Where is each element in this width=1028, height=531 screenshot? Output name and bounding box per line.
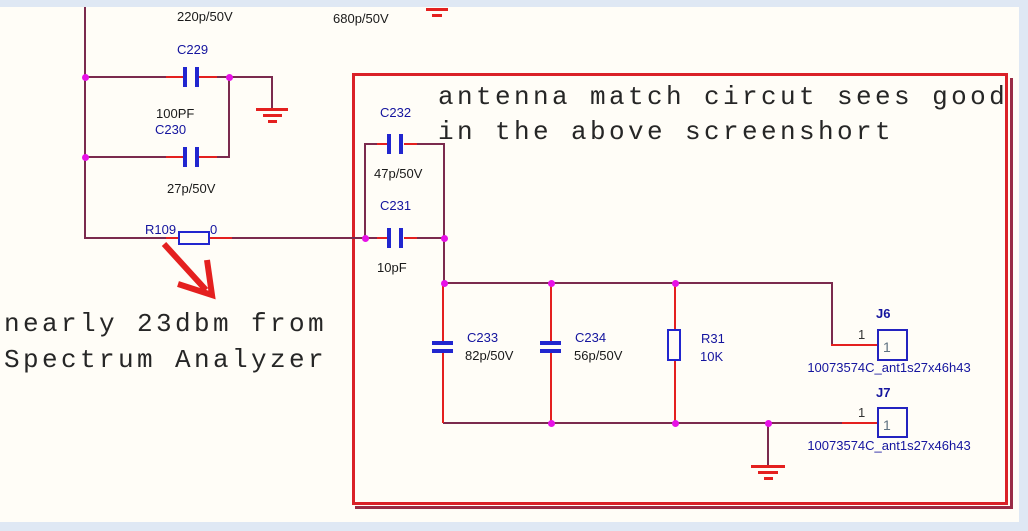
pin-lead xyxy=(377,143,390,145)
wire-segment xyxy=(208,237,366,239)
capacitor-symbol-c233 xyxy=(432,349,453,353)
refdes-label: C234 xyxy=(575,330,607,345)
junction-dot xyxy=(441,235,448,242)
pin-lead xyxy=(674,284,676,330)
pin-lead xyxy=(404,237,417,239)
value-label: 82p/50V xyxy=(465,348,514,363)
capacitor-symbol-c232 xyxy=(387,134,391,154)
wire-segment xyxy=(404,237,445,239)
value-label: 10pF xyxy=(377,260,407,275)
pin-lead xyxy=(842,422,878,424)
pin-lead xyxy=(404,143,417,145)
wire-segment xyxy=(443,422,844,424)
junction-dot xyxy=(362,235,369,242)
frame-strip-right xyxy=(1019,0,1028,531)
junction-dot xyxy=(548,280,555,287)
refdes-label: J6 xyxy=(876,306,891,321)
refdes-label: C233 xyxy=(467,330,499,345)
capacitor-symbol-c232 xyxy=(399,134,403,154)
capacitor-symbol-c233 xyxy=(432,341,453,345)
pin-lead xyxy=(206,237,232,239)
frame-strip-top xyxy=(0,0,1028,7)
wire-segment xyxy=(443,143,445,238)
wire-segment xyxy=(767,424,769,467)
pin-lead xyxy=(166,76,184,78)
wire-segment xyxy=(405,143,445,145)
wire-segment xyxy=(84,237,180,239)
value-label: 27p/50V xyxy=(167,181,216,196)
refdes-label: C232 xyxy=(380,105,412,120)
pin-lead xyxy=(199,156,217,158)
connector-box-j7 xyxy=(877,407,908,438)
wire-segment xyxy=(84,156,184,158)
junction-dot xyxy=(82,74,89,81)
wire-segment xyxy=(84,76,184,78)
pin-lead xyxy=(674,360,676,423)
junction-dot xyxy=(226,74,233,81)
note-text: nearly 23dbm from xyxy=(4,309,328,339)
connector-part-label: 10073574C_ant1s27x46h43 xyxy=(807,360,971,375)
note-text: antenna match circut sees good xyxy=(438,82,1009,112)
refdes-label: J7 xyxy=(876,385,891,400)
arrow-icon xyxy=(161,241,216,300)
junction-dot xyxy=(548,420,555,427)
capacitor-symbol-c231 xyxy=(387,228,391,248)
junction-dot xyxy=(672,420,679,427)
connector-part-label: 10073574C_ant1s27x46h43 xyxy=(807,438,971,453)
junction-dot xyxy=(82,154,89,161)
wire-segment xyxy=(84,7,86,239)
pin-lead xyxy=(199,76,217,78)
wire-segment xyxy=(364,144,366,238)
wire-segment xyxy=(443,239,445,284)
note-text: in the above screenshort xyxy=(438,117,895,147)
pin-lead xyxy=(166,156,184,158)
value-label: 100PF xyxy=(156,106,195,121)
capacitor-symbol-c229 xyxy=(195,67,199,87)
wire-segment xyxy=(443,282,833,284)
connector-box-j6 xyxy=(877,329,908,361)
capacitor-symbol-c230 xyxy=(195,147,199,167)
capacitor-symbol-c229 xyxy=(183,67,187,87)
pin-lead xyxy=(442,284,444,342)
value-label: 56p/50V xyxy=(574,348,623,363)
pin-lead xyxy=(550,352,552,423)
value-label: 220p/50V xyxy=(177,9,233,24)
refdes-label: R31 xyxy=(701,331,725,346)
wire-segment xyxy=(201,76,273,78)
wire-segment xyxy=(271,76,273,110)
pin-number: 1 xyxy=(858,327,866,342)
junction-dot xyxy=(672,280,679,287)
value-label: 680p/50V xyxy=(333,11,389,26)
refdes-label: R109 xyxy=(145,222,177,237)
pin-lead xyxy=(442,352,444,423)
pin-number: 1 xyxy=(883,339,891,355)
pin-lead xyxy=(377,237,390,239)
capacitor-symbol-c231 xyxy=(399,228,403,248)
junction-dot xyxy=(765,420,772,427)
capacitor-symbol-c230 xyxy=(183,147,187,167)
capacitor-symbol-c234 xyxy=(540,349,561,353)
refdes-label: C231 xyxy=(380,198,412,213)
refdes-label: C230 xyxy=(155,122,187,137)
frame-strip-bottom xyxy=(0,522,1028,531)
annotation-box xyxy=(352,73,1008,505)
junction-dot xyxy=(441,280,448,287)
note-text: Spectrum Analyzer xyxy=(4,345,328,375)
annotation-box-shadow xyxy=(355,506,1013,509)
pin-number: 1 xyxy=(858,405,866,420)
pin-number: 1 xyxy=(883,417,891,433)
pin-lead xyxy=(166,237,182,239)
value-label: 47p/50V xyxy=(374,166,423,181)
pin-lead xyxy=(831,344,877,346)
value-label: 10K xyxy=(700,349,724,364)
refdes-label: C229 xyxy=(177,42,209,57)
resistor-body-r109 xyxy=(178,231,210,245)
capacitor-symbol-c234 xyxy=(540,341,561,345)
value-label: 0 xyxy=(210,222,218,237)
resistor-body-r31 xyxy=(667,329,681,361)
annotation-box-shadow xyxy=(1010,78,1013,509)
wire-segment xyxy=(228,77,230,158)
wire-segment xyxy=(831,284,833,345)
pin-lead xyxy=(550,284,552,342)
